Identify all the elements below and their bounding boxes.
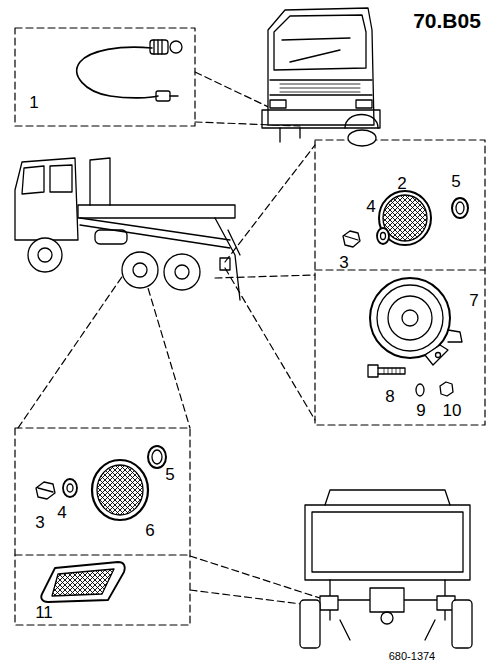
detail-frame [15,28,195,126]
washer [63,479,77,497]
callout-number: 9 [416,402,425,419]
bolt [368,365,405,377]
page-title: 70.B05 [413,10,481,31]
nut [36,482,55,499]
callout-number: 2 [397,175,406,192]
nut [343,231,360,247]
drawing-number: 680-1374 [389,651,436,662]
callout-number: 7 [469,292,478,309]
callout-number: 8 [385,388,394,405]
washer [416,384,424,396]
side-lamp [41,562,125,602]
detail-frame [15,428,190,625]
callout-number: 3 [339,254,348,271]
callout-number: 11 [35,604,53,621]
callout-number: 4 [366,198,375,215]
callout-number: 10 [443,402,462,419]
callout-number: 1 [29,94,38,111]
callout-number: 6 [145,522,154,539]
truck-side-view [15,158,240,300]
detail-frame [315,140,485,425]
truck-rear-view [300,490,472,648]
callout-number: 5 [451,173,460,190]
callout-number: 5 [165,466,174,483]
nut [440,382,453,396]
truck-cab-front [262,8,380,146]
reflector [92,460,148,520]
washer [377,228,389,244]
washer [452,198,468,218]
washer [148,446,166,468]
callout-number: 3 [35,514,44,531]
wire-harness [77,40,182,101]
horn [370,278,462,365]
callout-number: 4 [57,504,66,521]
